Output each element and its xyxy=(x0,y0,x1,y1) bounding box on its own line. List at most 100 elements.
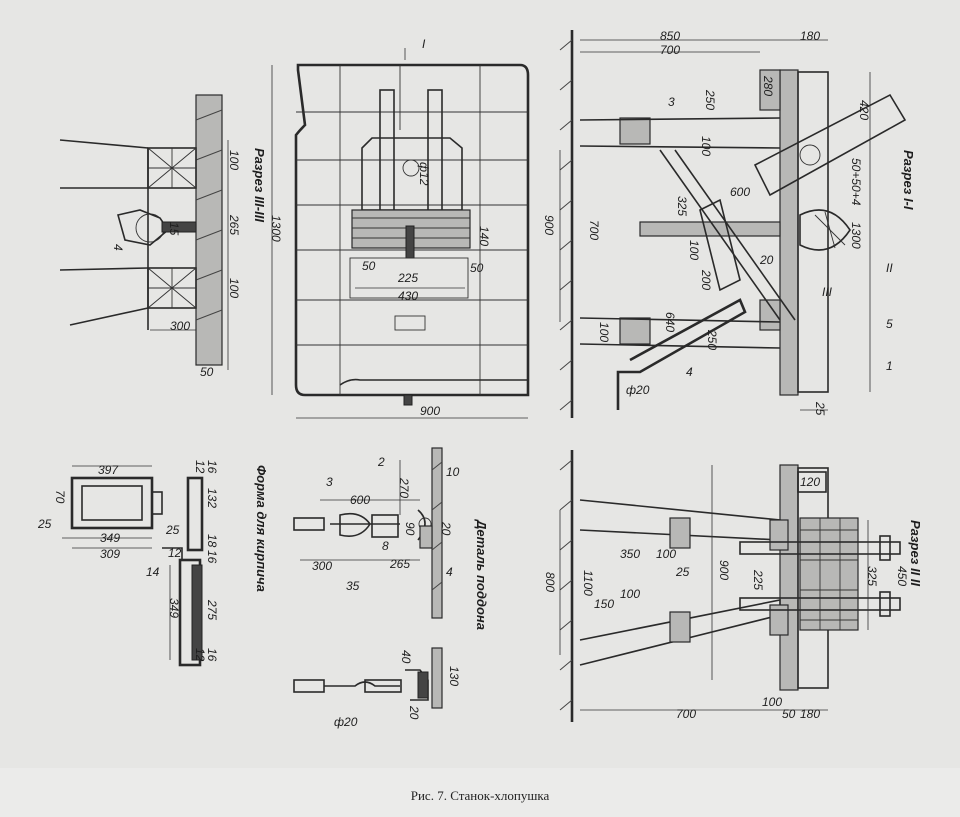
dim-s1-200: 200 xyxy=(699,270,713,291)
dim-f-12: 12 xyxy=(193,460,207,474)
dim-f-12b: 12 xyxy=(168,546,182,560)
dim-s2-900: 900 xyxy=(717,560,731,581)
dim-s2-25: 25 xyxy=(676,565,690,579)
dim-d-2: 2 xyxy=(378,455,385,469)
dim-d-20: 20 xyxy=(439,522,453,536)
dim-s2-350: 350 xyxy=(620,547,641,561)
dim-top-12: ф12 xyxy=(417,162,431,186)
dim-s1-640: 640 xyxy=(663,312,677,333)
dim-s1-100: 100 xyxy=(699,136,713,157)
s1-lever xyxy=(753,93,907,197)
dim-s1-3m: III xyxy=(822,285,833,299)
section-title-2: Разрез II II xyxy=(908,520,923,587)
plan-view xyxy=(271,48,530,419)
dim-s1-2: II xyxy=(886,261,893,275)
dim-s1-900: 900 xyxy=(542,215,556,236)
dim-top-225: 225 xyxy=(398,271,419,285)
s2-mold-block xyxy=(799,517,859,631)
dim-f-397: 397 xyxy=(98,463,119,477)
dim-s1-420: 420 xyxy=(857,100,871,121)
dim-s1-5: 5 xyxy=(886,317,893,331)
dim-top-900: 900 xyxy=(420,404,441,418)
dim-f-132: 132 xyxy=(205,488,219,509)
dim-s1-325: 325 xyxy=(675,196,689,217)
dim-top-50a: 50 xyxy=(362,259,376,273)
dim-top-430: 430 xyxy=(398,289,419,303)
dim-s2-150: 150 xyxy=(594,597,615,611)
dim-d-270: 270 xyxy=(397,478,411,499)
s3-post xyxy=(195,94,223,366)
tray-detail-view xyxy=(293,447,443,709)
dim-d-300: 300 xyxy=(312,559,333,573)
detail-title: Деталь поддона xyxy=(474,520,489,630)
dim-f-16b: 16 xyxy=(205,550,219,564)
dim-s2-100: 100 xyxy=(656,547,677,561)
dim-top-mark: I xyxy=(422,37,426,51)
dim-s1-100c: 100 xyxy=(597,322,611,343)
section-3-3-view xyxy=(59,94,229,370)
section-title-3: Разрез III-III xyxy=(252,148,267,222)
dim-s2-800: 800 xyxy=(543,572,557,593)
form-title: Форма для кирпича xyxy=(254,465,269,592)
dim-f-275: 275 xyxy=(205,600,219,621)
dim-d-10: 10 xyxy=(446,465,460,479)
dim-s2-50: 50 xyxy=(782,707,796,721)
dim-s1-280: 280 xyxy=(761,76,775,97)
dim-s1-180: 180 xyxy=(800,29,821,43)
dim-d-4: 4 xyxy=(446,565,453,579)
dim-s1-25: 25 xyxy=(813,402,827,416)
dim-s1-250b: 250 xyxy=(705,330,719,351)
s1-post xyxy=(779,69,799,396)
section-2-2-view xyxy=(559,450,901,722)
dim-s1-850: 850 xyxy=(660,29,681,43)
dim-s1-700v: 700 xyxy=(587,220,601,241)
dim-d-600: 600 xyxy=(350,493,371,507)
dim-f-16: 16 xyxy=(205,460,219,474)
dim-s2-450: 450 xyxy=(895,566,909,587)
section-1-1-view xyxy=(559,30,907,418)
dim-s3-300: 300 xyxy=(170,319,191,333)
dim-s1-100b: 100 xyxy=(687,240,701,261)
dim-s1-600: 600 xyxy=(730,185,751,199)
dim-s1-1: 1 xyxy=(886,359,893,373)
dim-s1-700: 700 xyxy=(660,43,681,57)
drawing-sheet: Разрез III-III Разрез I-I Разрез II II Ф… xyxy=(38,29,923,729)
dim-d-20b: 20 xyxy=(407,706,421,720)
dim-s2-700: 700 xyxy=(676,707,697,721)
dim-f-70: 70 xyxy=(53,490,67,504)
dim-s1-20: 20 xyxy=(760,253,774,267)
dim-s3-4: 4 xyxy=(111,244,125,251)
dim-d-265: 265 xyxy=(390,557,411,571)
s2-post xyxy=(779,464,799,691)
figure-caption: Рис. 7. Станок-хлопушка xyxy=(410,788,550,803)
dim-d-130: 130 xyxy=(447,666,461,687)
dim-s1-50: 50+50+4 xyxy=(849,158,863,206)
dim-d-40: 40 xyxy=(399,650,413,664)
dim-f-25: 25 xyxy=(38,517,52,531)
dim-f-309: 309 xyxy=(100,547,121,561)
dim-s2-325: 325 xyxy=(865,566,879,587)
dim-d-20c: ф20 xyxy=(334,715,358,729)
dim-s2-180: 180 xyxy=(800,707,821,721)
dim-s3-15: 15 xyxy=(167,222,181,236)
dim-f-349: 349 xyxy=(100,531,121,545)
form-side-frame xyxy=(186,476,204,552)
dim-s2-1100: 1100 xyxy=(581,570,595,596)
dim-s3-50: 50 xyxy=(200,365,214,379)
technical-drawing xyxy=(59,30,907,722)
section-title-1: Разрез I-I xyxy=(901,150,916,210)
dim-f-16c: 16 xyxy=(205,648,219,662)
dim-s1-4: 4 xyxy=(686,365,693,379)
dim-s3-265: 265 xyxy=(227,215,241,236)
dim-top-140: 140 xyxy=(477,226,491,247)
dim-s1-3: 3 xyxy=(668,95,675,109)
dim-s1-20b: ф20 xyxy=(626,383,650,397)
dim-top-1300: 1300 xyxy=(269,215,283,242)
dim-s2-120: 120 xyxy=(800,475,821,489)
dim-d-90: 90 xyxy=(403,522,417,536)
dim-s1-250: 250 xyxy=(703,90,717,111)
dim-f-25b: 25 xyxy=(166,523,180,537)
dim-s2-100c: 100 xyxy=(762,695,783,709)
dim-s3-100b: 100 xyxy=(227,278,241,299)
dim-s2-225: 225 xyxy=(751,570,765,591)
